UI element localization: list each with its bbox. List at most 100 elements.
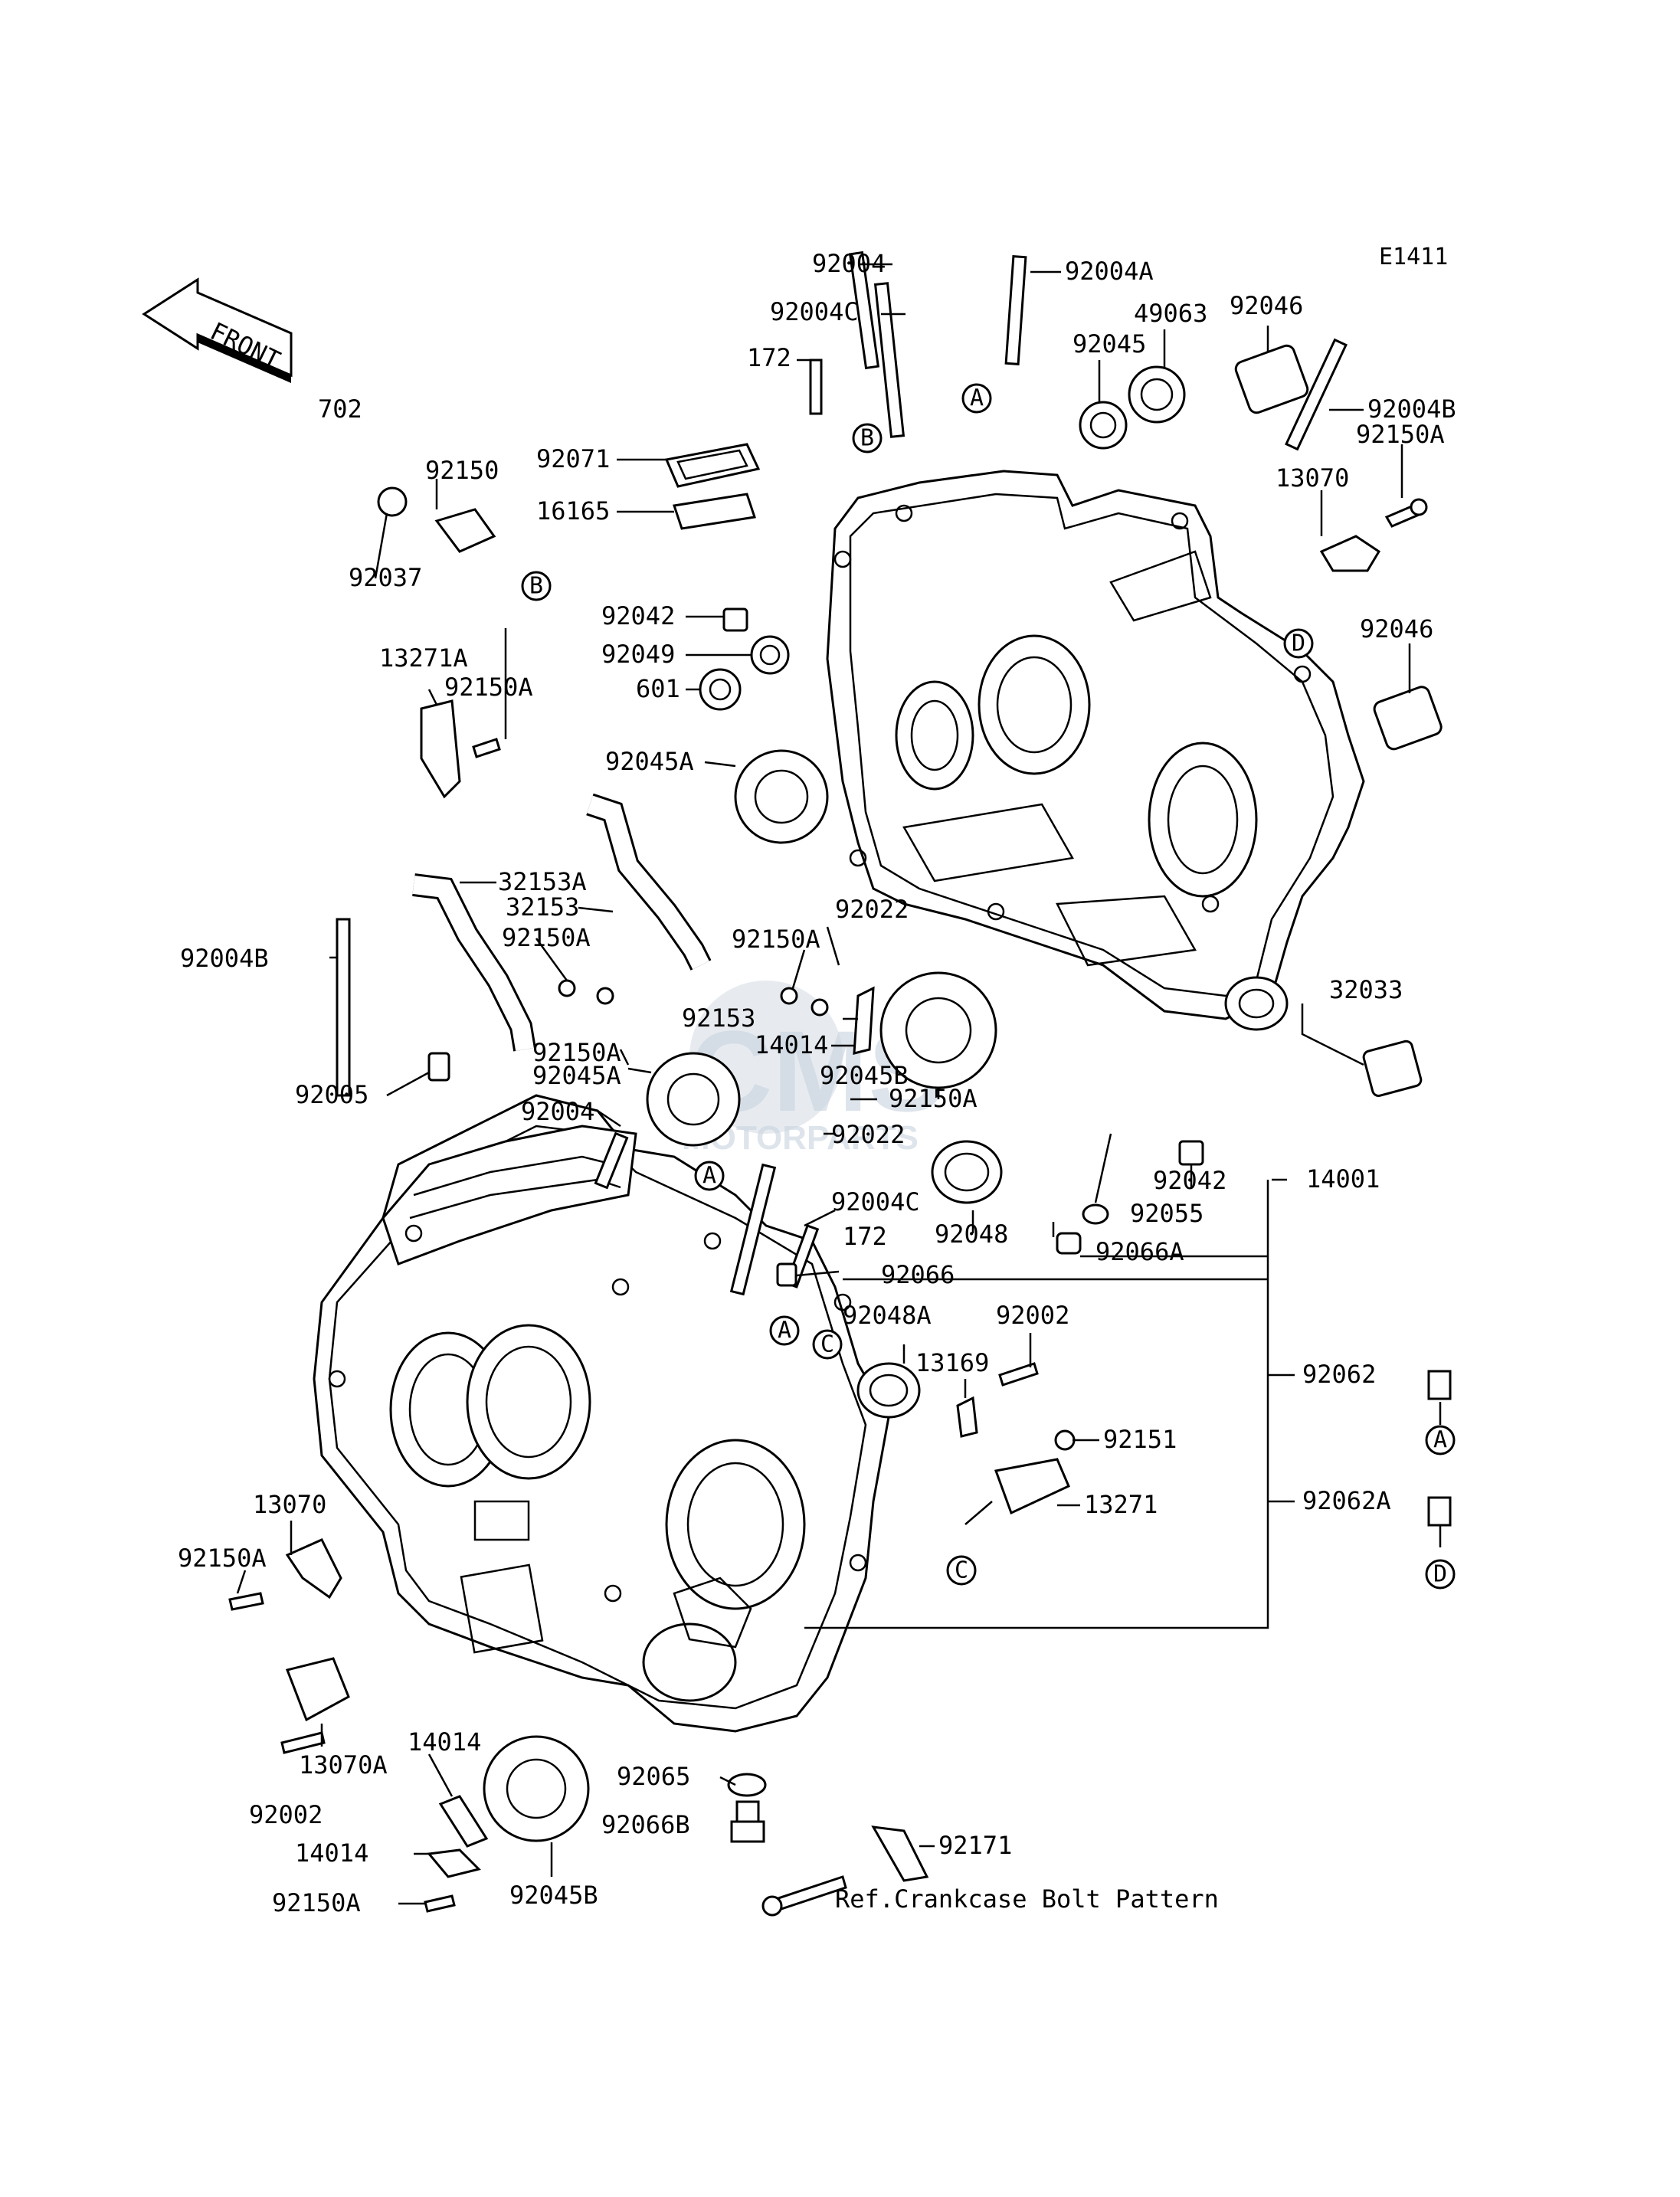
callout-B-left: B (529, 573, 543, 600)
pipe-icon-32153 (586, 793, 712, 971)
part-label-13169: 13169 (915, 1348, 989, 1377)
part-label-92066A: 92066A (1095, 1237, 1184, 1266)
seal-icon-32033 (1362, 1040, 1423, 1097)
part-label-92049: 92049 (601, 640, 675, 669)
part-label-92045A-top: 92045A (605, 747, 694, 776)
part-label-92004A: 92004A (1065, 257, 1154, 286)
part-label-92171: 92171 (938, 1831, 1012, 1860)
part-label-92004B-right: 92004B (1367, 395, 1456, 424)
dowel-icon-92066 (776, 1262, 797, 1287)
bolt-icon-92150A-mid (558, 979, 829, 1017)
bearing-icon-92045A-top (734, 749, 829, 844)
part-label-92004C-mid: 92004C (831, 1187, 920, 1216)
bearing-icon-92045B-low (483, 1735, 590, 1842)
stud-icon-92004B-left (336, 918, 351, 1097)
bracket-icon-13070-right (1319, 535, 1381, 572)
part-label-92055: 92055 (1130, 1199, 1204, 1228)
bracket-icon-13271 (994, 1458, 1070, 1515)
callout-circles: A B B D A A C A D C (521, 383, 1456, 1590)
part-label-92150A-bot: 92150A (272, 1888, 361, 1917)
callout-C-top: C (820, 1331, 834, 1358)
part-label-92005: 92005 (295, 1080, 368, 1109)
part-label-92002-mid: 92002 (996, 1301, 1069, 1330)
plate-icon-14014-bot (427, 1848, 481, 1878)
bearing-icon-92048 (931, 1140, 1003, 1204)
bearing-icon-92045B-mid (879, 971, 997, 1089)
bolt-icon-92150A-right (1384, 498, 1428, 528)
part-label-172-mid: 172 (843, 1222, 887, 1251)
part-label-92153: 92153 (682, 1004, 755, 1033)
stud-icon-172 (809, 359, 823, 415)
right-crankcase-half (826, 470, 1365, 1031)
front-arrow-icon: FRONT (142, 277, 293, 383)
part-label-92071: 92071 (536, 444, 610, 473)
part-label-13070A: 13070A (299, 1750, 388, 1780)
part-label-92150A-mid2: 92150A (732, 925, 820, 954)
bearing-icon-92045 (1079, 401, 1128, 450)
stud-icon-92004-mid (594, 1131, 629, 1190)
plug-icon-92062A (1427, 1496, 1452, 1527)
callout-D-top: D (1292, 630, 1305, 657)
part-label-92022-top: 92022 (835, 895, 909, 924)
callout-A-low: A (778, 1318, 791, 1344)
callout-C-low: C (955, 1557, 968, 1584)
callout-D-right: D (1433, 1561, 1447, 1588)
bearing-icon-92046-top (1234, 344, 1309, 414)
bracket-icon-13070-left (285, 1538, 342, 1599)
part-label-92150A-13271A: 92150A (444, 673, 533, 702)
stud-icon-92004 (848, 250, 880, 370)
fitting-icon-92150 (434, 508, 496, 553)
clip-icon-92037 (377, 486, 408, 517)
part-label-92004: 92004 (812, 249, 886, 278)
plate-icon-14014-mid (853, 986, 875, 1055)
part-label-16165: 16165 (536, 496, 610, 526)
part-label-92042-top: 92042 (601, 601, 675, 630)
dowel-icon-92042-top (722, 607, 748, 632)
bearing-icon-92048A (856, 1362, 921, 1419)
part-label-49063: 49063 (1134, 299, 1207, 328)
plug-icon-92062 (1427, 1370, 1452, 1400)
plug-icon-92066A (1056, 1232, 1082, 1255)
bolt-icon-ref (761, 1875, 847, 1917)
callout-A-top: A (970, 385, 984, 412)
bolt-icon-92002-mid (998, 1362, 1039, 1387)
part-label-14014-bot: 14014 (295, 1838, 368, 1868)
part-label-92150A-mid3: 92150A (889, 1084, 978, 1113)
part-label-92045: 92045 (1073, 329, 1146, 359)
part-label-92062A: 92062A (1302, 1486, 1391, 1515)
part-label-92151: 92151 (1103, 1425, 1177, 1454)
part-label-13070-right: 13070 (1276, 463, 1349, 493)
part-label-92046-top: 92046 (1230, 291, 1303, 320)
part-label-14014-mid: 14014 (755, 1030, 828, 1059)
part-label-32033: 32033 (1329, 975, 1403, 1004)
stud-icon-92004B-right (1285, 338, 1348, 451)
part-label-92002-low: 92002 (249, 1800, 323, 1829)
plate-icon-13070A (285, 1657, 350, 1722)
gasket-icon-16165 (673, 493, 756, 530)
part-label-14001: 14001 (1306, 1164, 1380, 1193)
part-label-92004-mid: 92004 (521, 1097, 594, 1126)
part-label-92150A-mid4: 92150A (532, 1038, 621, 1067)
drain-plug-icon-92066B (730, 1800, 765, 1843)
bearing-icon-92049 (750, 635, 790, 675)
part-label-92045A-mid: 92045A (532, 1061, 621, 1090)
bearing-icon-601 (699, 668, 742, 711)
leader-lines (236, 263, 1442, 1905)
part-label-13271A: 13271A (379, 643, 468, 673)
bearing-icon-92046-right (1373, 686, 1443, 751)
part-label-92066: 92066 (881, 1260, 955, 1289)
bolt-icon-92150A-13271A (472, 738, 501, 758)
part-label-702: 702 (318, 395, 362, 424)
callout-B-top: B (860, 425, 874, 452)
dowel-icon-92005 (427, 1052, 450, 1082)
part-label-92046-right: 92046 (1360, 614, 1433, 643)
crankcase-bolt-pattern-note: Ref.Crankcase Bolt Pattern (835, 1884, 1219, 1914)
part-label-13070-left: 13070 (253, 1490, 326, 1519)
hose-icon-702 (292, 437, 368, 640)
part-labels: 92004 92004A 92004C 172 49063 92046 9204… (178, 249, 1456, 1917)
bolt-icon-92151 (1054, 1429, 1076, 1451)
bolt-icon-92150A-bot (424, 1894, 456, 1913)
part-label-92065: 92065 (617, 1762, 690, 1791)
part-label-32153: 32153 (506, 892, 579, 922)
stud-icon-92004A (1004, 255, 1027, 365)
